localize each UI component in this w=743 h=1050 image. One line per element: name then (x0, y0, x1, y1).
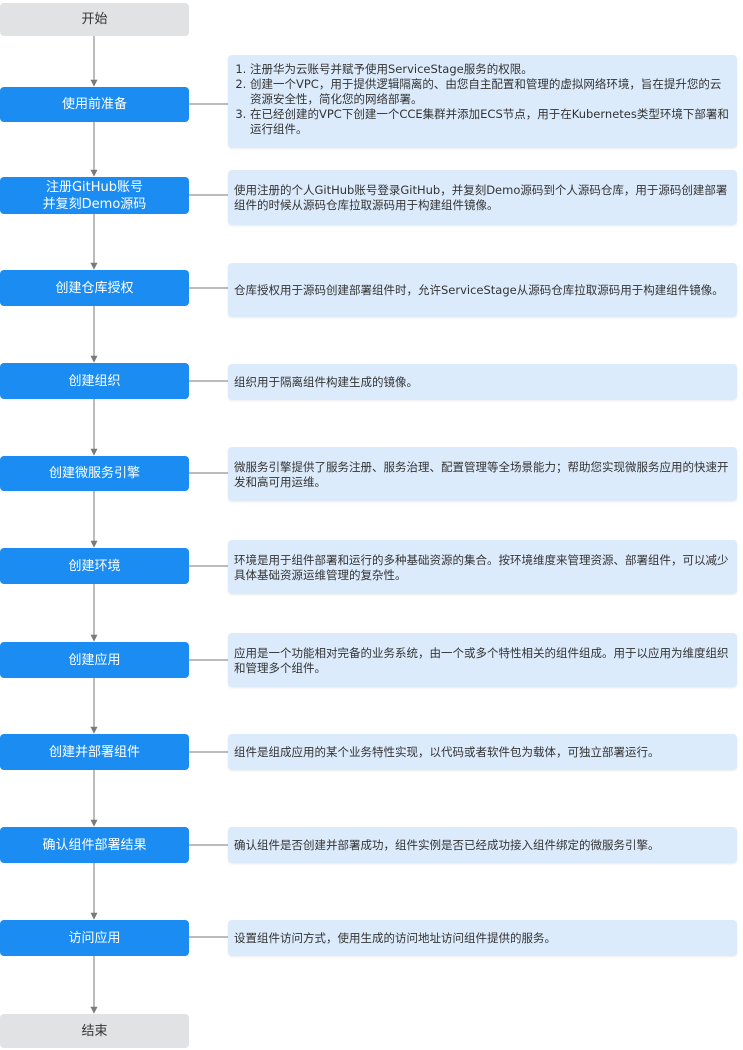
note-prepare-item-2: 创建一个VPC，用于提供逻辑隔离的、由您自主配置和管理的虚拟网络环境，旨在提升您… (250, 77, 731, 107)
step-deploy-component: 创建并部署组件 (0, 734, 189, 770)
note-create-app: 应用是一个功能相对完备的业务系统，由一个或多个特性相关的组件组成。用于以应用为维… (228, 633, 737, 687)
note-create-env: 环境是用于组件部署和运行的多种基础资源的集合。按环境维度来管理资源、部署组件，可… (228, 540, 737, 594)
note-prepare: 注册华为云账号并赋予使用ServiceStage服务的权限。 创建一个VPC，用… (228, 55, 737, 148)
start-node: 开始 (0, 3, 189, 36)
step-prepare: 使用前准备 (0, 87, 189, 122)
note-create-org: 组织用于隔离组件构建生成的镜像。 (228, 364, 737, 400)
note-create-engine: 微服务引擎提供了服务注册、服务治理、配置管理等全场景能力；帮助您实现微服务应用的… (228, 447, 737, 501)
end-node: 结束 (0, 1014, 189, 1048)
note-register-github: 使用注册的个人GitHub账号登录GitHub，并复刻Demo源码到个人源码仓库… (228, 170, 737, 225)
step-create-app: 创建应用 (0, 642, 189, 678)
step-register-github-line-2: 并复刻Demo源码 (42, 196, 147, 212)
note-deploy-component: 组件是组成应用的某个业务特性实现，以代码或者软件包为载体，可独立部署运行。 (228, 734, 737, 770)
step-create-engine: 创建微服务引擎 (0, 456, 189, 491)
step-create-org: 创建组织 (0, 363, 189, 399)
note-prepare-item-1: 注册华为云账号并赋予使用ServiceStage服务的权限。 (250, 62, 731, 77)
step-repo-auth: 创建仓库授权 (0, 270, 189, 306)
step-register-github-line-1: 注册GitHub账号 (45, 179, 144, 195)
note-confirm-deploy: 确认组件是否创建并部署成功，组件实例是否已经成功接入组件绑定的微服务引擎。 (228, 827, 737, 863)
step-register-github: 注册GitHub账号 并复刻Demo源码 (0, 177, 189, 214)
step-confirm-deploy: 确认组件部署结果 (0, 827, 189, 863)
note-prepare-item-3: 在已经创建的VPC下创建一个CCE集群并添加ECS节点，用于在Kubernete… (250, 107, 731, 137)
note-access-app: 设置组件访问方式，使用生成的访问地址访问组件提供的服务。 (228, 920, 737, 956)
step-access-app: 访问应用 (0, 920, 189, 956)
step-create-env: 创建环境 (0, 548, 189, 584)
note-repo-auth: 仓库授权用于源码创建部署组件时，允许ServiceStage从源码仓库拉取源码用… (228, 263, 737, 317)
